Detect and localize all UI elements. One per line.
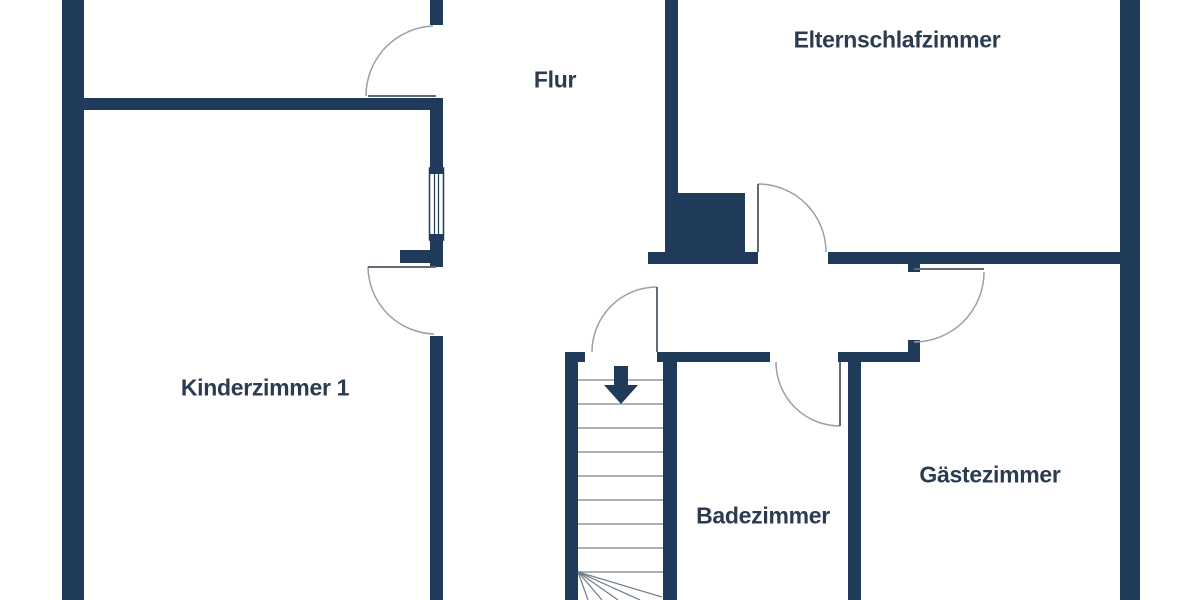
room-label-flur: Flur bbox=[533, 66, 577, 93]
wall-segment bbox=[1120, 0, 1140, 600]
room-label-badezimmer: Badezimmer bbox=[696, 502, 830, 529]
wall-segment bbox=[62, 0, 84, 600]
window-cap-bottom bbox=[429, 234, 444, 240]
wall-segment bbox=[848, 362, 861, 600]
door-gaestezimmer-arc bbox=[913, 271, 985, 343]
room-label-kinderzimmer-1: Kinderzimmer 1 bbox=[180, 374, 350, 401]
stairs-down-arrow-shaft bbox=[614, 366, 628, 385]
door-kinderzimmer-arc bbox=[367, 266, 435, 335]
door-flur-top-arc bbox=[365, 25, 434, 97]
door-elternschlafzimmer-arc bbox=[757, 183, 827, 253]
window-icon bbox=[428, 167, 445, 241]
wall-segment bbox=[908, 340, 920, 352]
stair-winder-line bbox=[577, 571, 603, 600]
wall-segment bbox=[828, 252, 1120, 264]
wall-segment bbox=[657, 352, 770, 362]
stair-winder-line bbox=[577, 571, 619, 600]
door-badezimmer-arc bbox=[775, 361, 841, 427]
stair-winder-line bbox=[577, 571, 641, 600]
room-label-gaestezimmer: Gästezimmer bbox=[919, 461, 1061, 488]
wall-segment bbox=[565, 352, 578, 600]
window-cap-top bbox=[429, 168, 444, 174]
wall-segment bbox=[838, 352, 920, 362]
stairs-down-arrow-head bbox=[604, 385, 638, 404]
wall-segment bbox=[430, 240, 443, 267]
wall-segment bbox=[400, 250, 431, 263]
door-treppe-arc bbox=[591, 286, 658, 353]
wall-segment bbox=[665, 0, 678, 195]
wall-segment bbox=[648, 252, 758, 264]
wall-segment bbox=[665, 193, 745, 252]
stair-winder-line bbox=[577, 571, 589, 600]
wall-segment bbox=[430, 110, 443, 168]
wall-segment bbox=[430, 0, 443, 25]
wall-segment bbox=[430, 336, 443, 600]
stair-winder-line bbox=[577, 571, 663, 598]
room-label-elternschlafzimmer: Elternschlafzimmer bbox=[793, 26, 1001, 53]
wall-segment bbox=[84, 98, 443, 110]
wall-segment bbox=[663, 352, 677, 600]
